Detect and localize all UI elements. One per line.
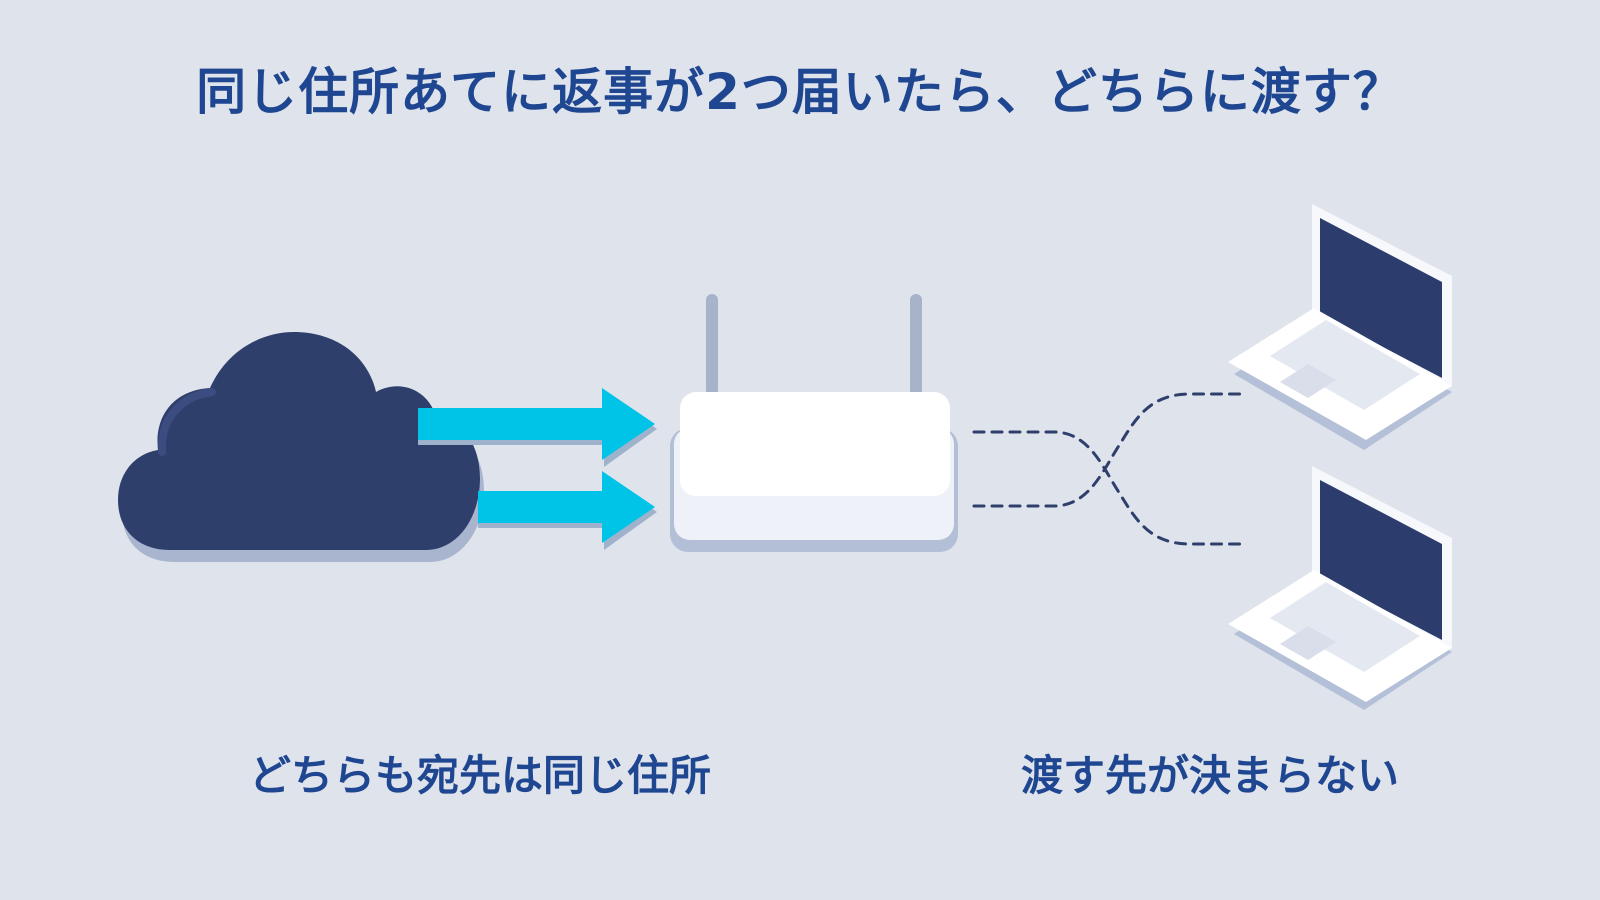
laptop-bottom-icon (1228, 466, 1452, 710)
reply-arrows (418, 388, 657, 550)
arrow-lower (478, 471, 657, 550)
laptop-top-touchpad (1280, 364, 1336, 398)
connection-upper-to-lower (972, 430, 1244, 546)
router-top (680, 392, 950, 496)
router-right-antenna (910, 294, 922, 396)
caption-left: どちらも宛先は同じ住所 (248, 751, 711, 800)
cloud-body (118, 332, 480, 550)
arrow-lower-body (478, 471, 655, 543)
laptop-top-icon (1228, 204, 1452, 450)
caption-right: 渡す先が決まらない (1020, 751, 1399, 800)
laptop-bottom-screen (1320, 480, 1442, 640)
arrow-upper (418, 388, 657, 467)
diagram-title: 同じ住所あてに返事が2つ届いたら、どちらに渡す？ (196, 63, 1404, 121)
laptop-top-screen (1320, 218, 1442, 378)
arrow-upper-body (418, 388, 655, 460)
laptop-top-keyboard (1270, 320, 1420, 410)
router-icon (670, 294, 958, 552)
router-left-antenna (706, 294, 718, 396)
connection-lower-to-upper (972, 392, 1244, 508)
cloud-icon (118, 332, 484, 562)
cloud-highlight (157, 388, 216, 456)
laptop-bottom-keyboard (1270, 582, 1420, 672)
ambiguous-connections (972, 392, 1244, 546)
laptop-bottom-touchpad (1280, 626, 1336, 660)
